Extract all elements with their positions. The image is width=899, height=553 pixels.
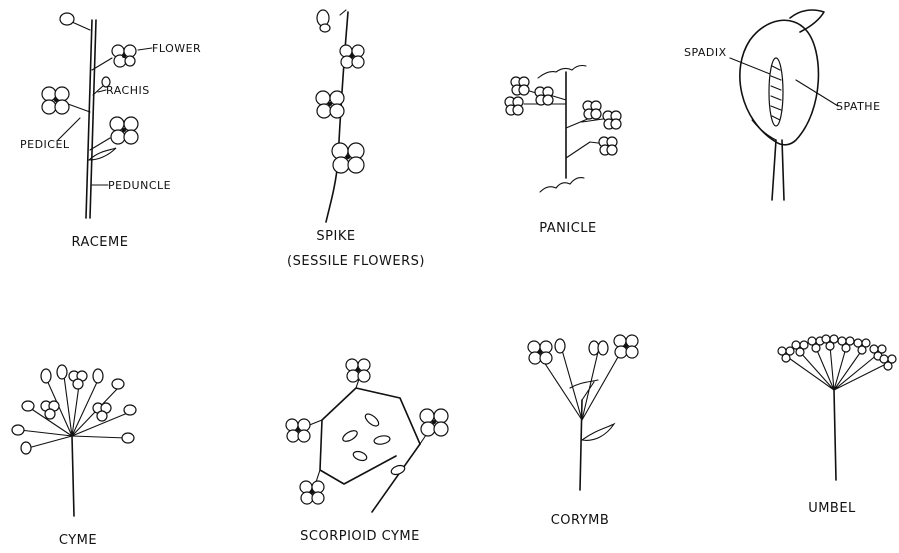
umbel-diagram: Umbel (778, 335, 896, 516)
peduncle-label: Peduncle (108, 179, 171, 192)
cyme-diagram: Cyme (12, 365, 136, 548)
flower-label: Flower (152, 42, 201, 55)
spike-subcaption: (Sessile flowers) (287, 254, 425, 269)
spadix-label: Spadix (684, 46, 727, 59)
raceme-caption: Raceme (72, 235, 129, 250)
panicle-caption: Panicle (539, 221, 597, 236)
panicle-diagram: Panicle (505, 66, 621, 237)
umbel-caption: Umbel (808, 501, 856, 516)
raceme-diagram: Flower Rachis Pedicel Peduncle Raceme (20, 13, 201, 250)
spike-diagram: Spike (Sessile flowers) (287, 10, 425, 269)
spathe-label: Spathe (836, 100, 881, 113)
scorpioid-cyme-diagram: Scorpioid cyme (286, 359, 448, 544)
rachis-label: Rachis (106, 84, 150, 97)
pedicel-label: Pedicel (20, 138, 70, 151)
spike-caption: Spike (316, 229, 355, 244)
corymb-caption: Corymb (551, 513, 610, 528)
cyme-caption: Cyme (59, 533, 97, 548)
corymb-diagram: Corymb (528, 335, 638, 528)
scorpioid-cyme-caption: Scorpioid cyme (300, 529, 420, 544)
spadix-diagram: Spadix Spathe (684, 10, 881, 200)
